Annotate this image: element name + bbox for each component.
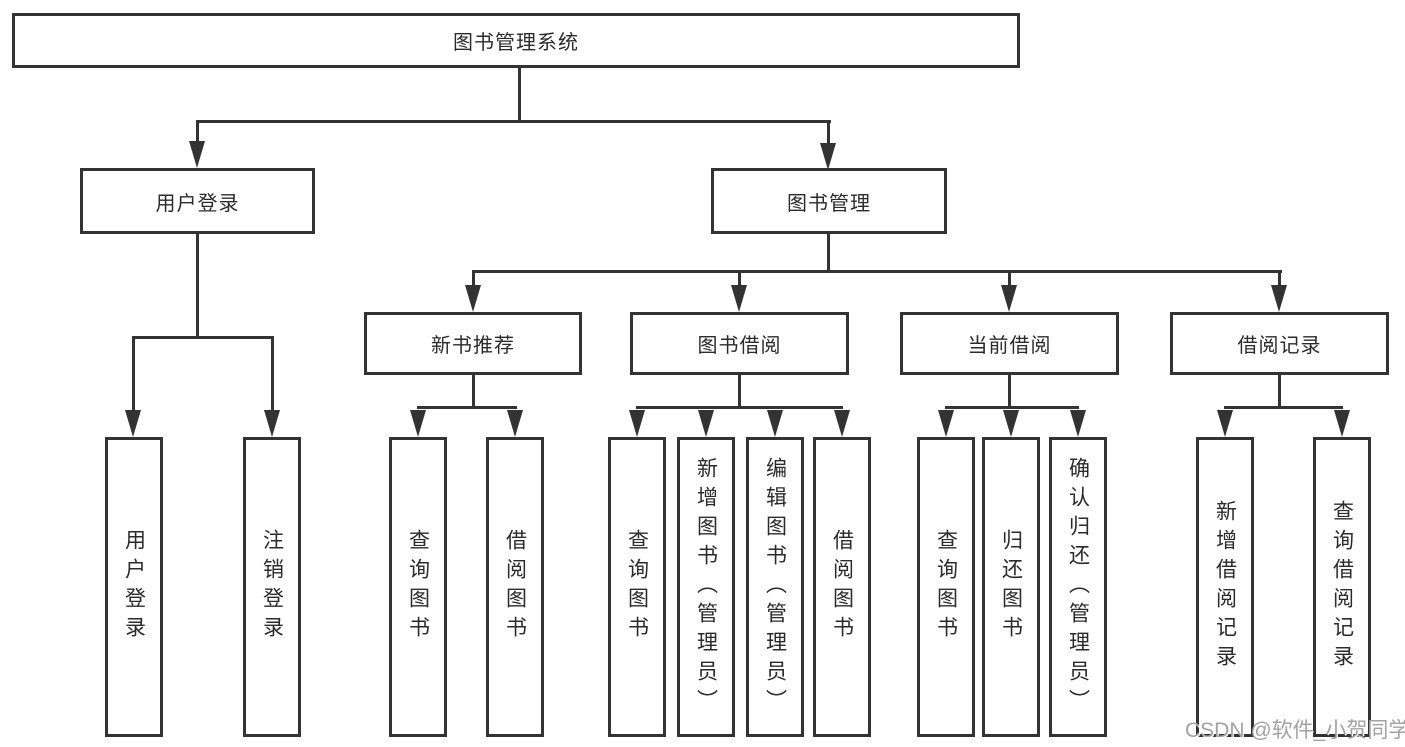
node-query-book-leaf-3-label: 查询图书	[934, 529, 958, 645]
arrow-down-icon	[938, 410, 954, 437]
node-book-borrow-group: 图书借阅	[630, 312, 849, 375]
arrow-down-icon	[820, 143, 836, 170]
node-add-record-leaf-label: 新增借阅记录	[1213, 500, 1237, 674]
node-query-book-leaf-2-label: 查询图书	[625, 529, 649, 645]
arrow-down-icon	[264, 410, 280, 437]
node-edit-book-leaf-label: 编辑图书（管理员）	[763, 456, 787, 718]
node-query-record-leaf: 查询借阅记录	[1313, 437, 1371, 737]
node-user-login-leaf-label: 用户登录	[122, 529, 146, 645]
arrow-down-icon	[1070, 410, 1086, 437]
connector-current-borrow-horizontal	[945, 406, 1079, 409]
node-book-mgmt-branch: 图书管理	[711, 168, 947, 234]
node-user-login-branch: 用户登录	[80, 168, 315, 234]
node-borrow-record-group-label: 借阅记录	[1237, 335, 1322, 357]
connector-level2-horizontal	[196, 120, 831, 123]
arrow-down-icon	[731, 285, 747, 312]
node-borrow-record-group: 借阅记录	[1170, 312, 1389, 375]
node-book-mgmt-branch-label: 图书管理	[787, 192, 871, 215]
connector-user-login-children-horizontal	[132, 336, 274, 339]
connector-new-book-stem	[472, 375, 475, 409]
watermark: CSDN @软件_小贺同学	[1185, 719, 1405, 742]
node-return-book-leaf-label: 归还图书	[999, 529, 1023, 645]
node-query-book-leaf-2: 查询图书	[608, 437, 666, 737]
connector-user-login-child2-stub	[271, 336, 274, 416]
arrow-down-icon	[1001, 285, 1017, 312]
connector-user-login-child1-stub	[132, 336, 135, 416]
node-query-book-leaf-1-label: 查询图书	[406, 529, 430, 645]
node-current-borrow-group-label: 当前借阅	[967, 335, 1052, 357]
arrow-down-icon	[465, 285, 481, 312]
node-add-record-leaf: 新增借阅记录	[1196, 437, 1254, 737]
node-root: 图书管理系统	[12, 13, 1020, 68]
node-confirm-return-leaf: 确认归还（管理员）	[1049, 437, 1107, 737]
node-query-book-leaf-3: 查询图书	[917, 437, 975, 737]
connector-user-login-stub	[196, 120, 199, 150]
connector-borrow-record-stem	[1278, 375, 1281, 409]
connector-user-login-branch-stem	[196, 232, 199, 339]
arrow-down-icon	[834, 410, 850, 437]
arrow-down-icon	[767, 410, 783, 437]
connector-book-mgmt-stub	[827, 120, 830, 150]
node-query-book-leaf-1: 查询图书	[389, 437, 447, 737]
arrow-down-icon	[629, 410, 645, 437]
arrow-down-icon	[125, 410, 141, 437]
node-borrow-book-leaf-1: 借阅图书	[486, 437, 544, 737]
node-user-login-branch-label: 用户登录	[155, 192, 240, 215]
node-logout-leaf: 注销登录	[243, 437, 301, 737]
node-borrow-book-leaf-2: 借阅图书	[813, 437, 871, 737]
node-borrow-book-leaf-1-label: 借阅图书	[503, 529, 527, 645]
node-new-book-group: 新书推荐	[364, 312, 582, 375]
node-return-book-leaf: 归还图书	[982, 437, 1040, 737]
arrow-down-icon	[1271, 285, 1287, 312]
connector-group4-stub	[1278, 270, 1281, 290]
arrow-down-icon	[1334, 410, 1350, 437]
connector-borrow-record-horizontal	[1224, 406, 1343, 409]
arrow-down-icon	[410, 410, 426, 437]
connector-current-borrow-stem	[1008, 375, 1011, 409]
connector-book-borrow-stem	[738, 375, 741, 409]
arrow-down-icon	[189, 141, 205, 168]
connector-group1-stub	[472, 270, 475, 290]
node-root-label: 图书管理系统	[453, 32, 579, 54]
node-borrow-book-leaf-2-label: 借阅图书	[830, 529, 854, 645]
node-confirm-return-leaf-label: 确认归还（管理员）	[1066, 456, 1090, 718]
arrow-down-icon	[507, 410, 523, 437]
node-edit-book-leaf: 编辑图书（管理员）	[746, 437, 804, 737]
connector-root-stem	[518, 66, 521, 123]
node-current-borrow-group: 当前借阅	[900, 312, 1119, 375]
node-add-book-leaf-label: 新增图书（管理员）	[694, 456, 718, 718]
connector-book-borrow-horizontal	[636, 406, 843, 409]
connector-group2-stub	[738, 270, 741, 290]
connector-group3-stub	[1008, 270, 1011, 290]
node-query-record-leaf-label: 查询借阅记录	[1330, 500, 1354, 674]
arrow-down-icon	[1003, 410, 1019, 437]
node-logout-leaf-label: 注销登录	[260, 529, 284, 645]
node-book-borrow-group-label: 图书借阅	[697, 335, 782, 357]
arrow-down-icon	[698, 410, 714, 437]
arrow-down-icon	[1217, 410, 1233, 437]
connector-groups-horizontal	[472, 270, 1282, 273]
connector-book-mgmt-stem	[827, 232, 830, 273]
node-user-login-leaf: 用户登录	[105, 437, 163, 737]
node-add-book-leaf: 新增图书（管理员）	[677, 437, 735, 737]
node-new-book-group-label: 新书推荐	[431, 335, 515, 357]
connector-new-book-horizontal	[417, 406, 517, 409]
